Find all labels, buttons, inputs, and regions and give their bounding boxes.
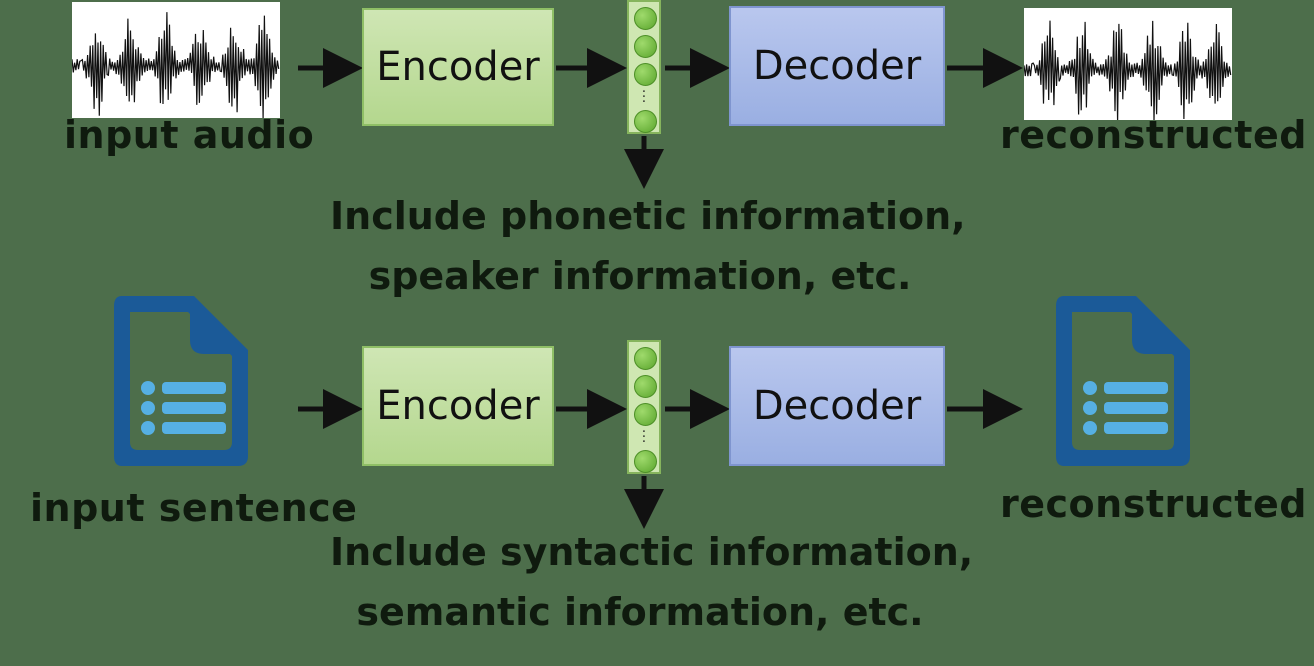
document-icon: [114, 296, 248, 466]
encoder-box: Encoder: [362, 346, 554, 466]
waveform-icon: [71, 12, 280, 119]
decoder-label: Decoder: [752, 383, 922, 429]
reconstructed-audio-waveform: [1023, 8, 1232, 123]
vector-unit: [634, 347, 657, 370]
vector-ellipsis: ···: [641, 85, 647, 110]
reconstructed-sentence-caption: reconstructed: [1000, 482, 1307, 526]
encoder-label: Encoder: [376, 44, 540, 90]
input-audio-caption: input audio: [64, 113, 315, 157]
speech-info-line-1: Include phonetic information,: [330, 194, 966, 238]
waveform-icon: [1023, 20, 1232, 123]
speech-latent-info: Include phonetic information, speaker in…: [330, 186, 966, 306]
vector-unit: [634, 403, 657, 426]
input-sentence-caption: input sentence: [30, 486, 358, 530]
encoder-box: Encoder: [362, 8, 554, 126]
decoder-box: Decoder: [729, 6, 945, 126]
text-info-line-2: semantic information, etc.: [356, 590, 924, 634]
latent-vector: ···: [627, 340, 661, 474]
text-latent-info: Include syntactic information, semantic …: [330, 522, 974, 642]
vector-unit: [634, 450, 657, 473]
vector-ellipsis: ···: [641, 425, 647, 450]
decoder-label: Decoder: [752, 43, 922, 89]
document-icon: [1056, 296, 1190, 466]
latent-vector: ···: [627, 0, 661, 134]
vector-unit: [634, 110, 657, 133]
text-info-line-1: Include syntactic information,: [330, 530, 974, 574]
vector-unit: [634, 63, 657, 86]
decoder-box: Decoder: [729, 346, 945, 466]
input-audio-waveform: [71, 2, 280, 119]
vector-unit: [634, 35, 657, 58]
encoder-label: Encoder: [376, 383, 540, 429]
reconstructed-audio-caption: reconstructed: [1000, 113, 1307, 157]
speech-info-line-2: speaker information, etc.: [368, 254, 912, 298]
vector-unit: [634, 375, 657, 398]
vector-unit: [634, 7, 657, 30]
